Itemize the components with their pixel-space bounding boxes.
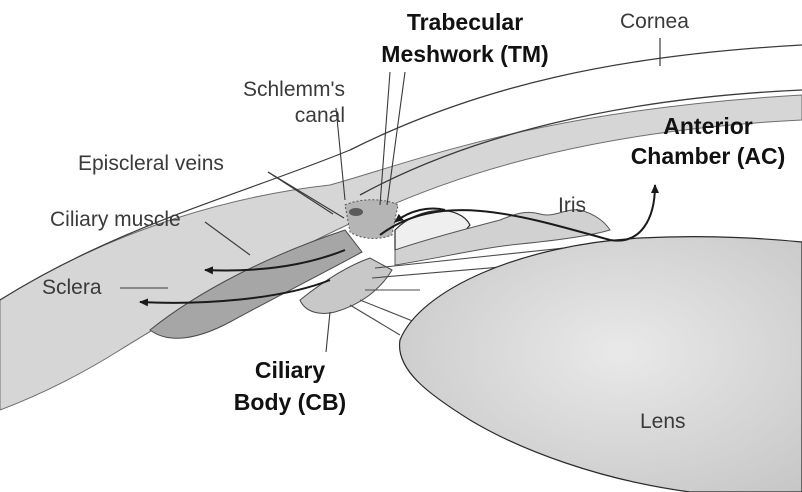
schlemms-canal-shape [349, 208, 363, 216]
label-cornea: Cornea [620, 10, 689, 34]
label-sclera: Sclera [42, 276, 102, 300]
label-episcleral-veins: Episcleral veins [78, 152, 224, 176]
leader-cb [326, 312, 330, 352]
label-iris: Iris [558, 194, 586, 218]
label-ac-line1: Anterior [618, 112, 798, 141]
label-schlemm-line1: Schlemm's [190, 78, 345, 102]
label-cb-line2: Body (CB) [200, 388, 380, 417]
label-lens: Lens [640, 410, 686, 434]
label-tm-line1: Trabecular [360, 8, 570, 37]
trabecular-meshwork-shape [345, 200, 398, 239]
lens-shape [400, 237, 802, 492]
label-cb-line1: Ciliary [200, 356, 380, 385]
label-ciliary-muscle: Ciliary muscle [50, 208, 181, 232]
label-schlemm-line2: canal [190, 104, 345, 128]
label-tm-line2: Meshwork (TM) [360, 40, 570, 69]
label-ac-line2: Chamber (AC) [618, 142, 798, 171]
